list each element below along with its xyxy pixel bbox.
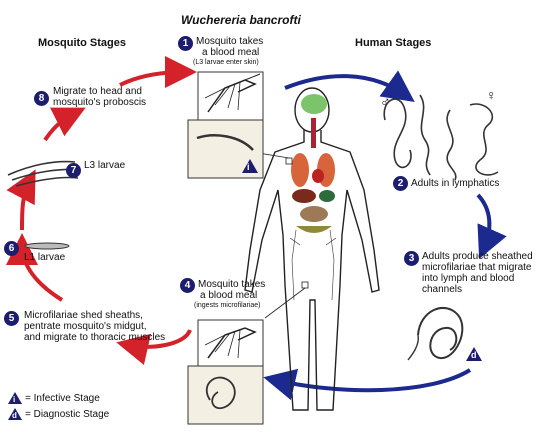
step-6-label: L1 larvae bbox=[24, 252, 66, 263]
arrow-step8-to-step1 bbox=[119, 56, 197, 89]
adult-worms bbox=[383, 94, 499, 181]
arrow-step3-to-step4 bbox=[263, 368, 472, 401]
step-5-label-line1: Microfilariae shed sheaths, bbox=[24, 310, 143, 321]
arrow-step5-to-step6 bbox=[6, 233, 64, 302]
legend-diagnostic-label: = Diagnostic Stage bbox=[25, 409, 110, 420]
diagnostic-badge-letter: d bbox=[471, 350, 477, 360]
arrow-step2-to-step3 bbox=[476, 193, 507, 259]
step-8-label-line1: Migrate to head and bbox=[53, 86, 142, 97]
microfilaria-drawing bbox=[407, 306, 464, 361]
step-1-note: (L3 larvae enter skin) bbox=[193, 59, 259, 66]
diagram-title: Wuchereria bancrofti bbox=[181, 13, 301, 27]
arrow-step1-to-step2 bbox=[284, 70, 415, 102]
step-5-label-line2: pentrate mosquito's midgut, bbox=[24, 321, 147, 332]
organs bbox=[291, 94, 335, 233]
legend-infective-letter: i bbox=[13, 395, 16, 404]
step-4-label-line1: Mosquito takes bbox=[198, 279, 266, 290]
male-symbol: ♂ bbox=[380, 93, 391, 109]
step-7-label: L3 larvae bbox=[84, 160, 126, 171]
step-3-label-line3: into lymph and blood bbox=[422, 273, 515, 284]
step-8-label-line2: mosquito's proboscis bbox=[53, 97, 147, 108]
step-3-label-line1: Adults produce sheathed bbox=[422, 251, 533, 262]
panel-step4-microfilaria bbox=[187, 365, 264, 425]
step-1-label-line1: Mosquito takes bbox=[196, 36, 264, 47]
step-3-label-line4: channels bbox=[422, 284, 463, 295]
step-4-number: 4 bbox=[180, 278, 195, 293]
step-7-number: 7 bbox=[66, 163, 81, 178]
panel-step1-mosquito bbox=[197, 71, 264, 121]
arrow-step7-to-step8 bbox=[43, 107, 86, 142]
step-6-number: 6 bbox=[4, 241, 19, 256]
step-4-label-line2: a blood meal bbox=[200, 290, 258, 301]
mosquito-stages-heading: Mosquito Stages bbox=[38, 37, 127, 49]
panel-step4-mosquito bbox=[197, 319, 264, 367]
lymph-vessels bbox=[289, 229, 337, 301]
step-5-number: 5 bbox=[4, 311, 19, 326]
infective-stage-badge bbox=[242, 159, 258, 173]
legend-infective-icon bbox=[8, 392, 22, 404]
step-1-number: 1 bbox=[178, 36, 193, 51]
step-2-label: Adults in lymphatics bbox=[411, 178, 500, 189]
arrow-step6-to-step7 bbox=[6, 169, 36, 231]
step-5-label-line3: and migrate to thoracic muscles bbox=[24, 332, 166, 343]
step-1-label-line2: a blood meal bbox=[202, 47, 260, 58]
pointer-step4 bbox=[264, 287, 306, 319]
legend-infective-label: = Infective Stage bbox=[25, 393, 100, 404]
l1-larva-drawing bbox=[24, 242, 70, 250]
legend-diagnostic-letter: d bbox=[12, 411, 17, 420]
step-3-label-line2: microfilariae that migrate bbox=[422, 262, 532, 273]
diagnostic-stage-badge bbox=[466, 347, 482, 361]
step-3-number: 3 bbox=[404, 251, 419, 266]
human-stages-heading: Human Stages bbox=[355, 37, 432, 49]
step-4-note: (ingests microfilariae) bbox=[194, 302, 261, 309]
legend-diagnostic-icon bbox=[8, 408, 22, 420]
step-8-number: 8 bbox=[34, 91, 49, 106]
female-symbol: ♀ bbox=[486, 87, 497, 103]
arrow-step4-to-step5 bbox=[116, 329, 192, 366]
infective-badge-letter: i bbox=[247, 162, 250, 172]
step-2-number: 2 bbox=[393, 176, 408, 191]
